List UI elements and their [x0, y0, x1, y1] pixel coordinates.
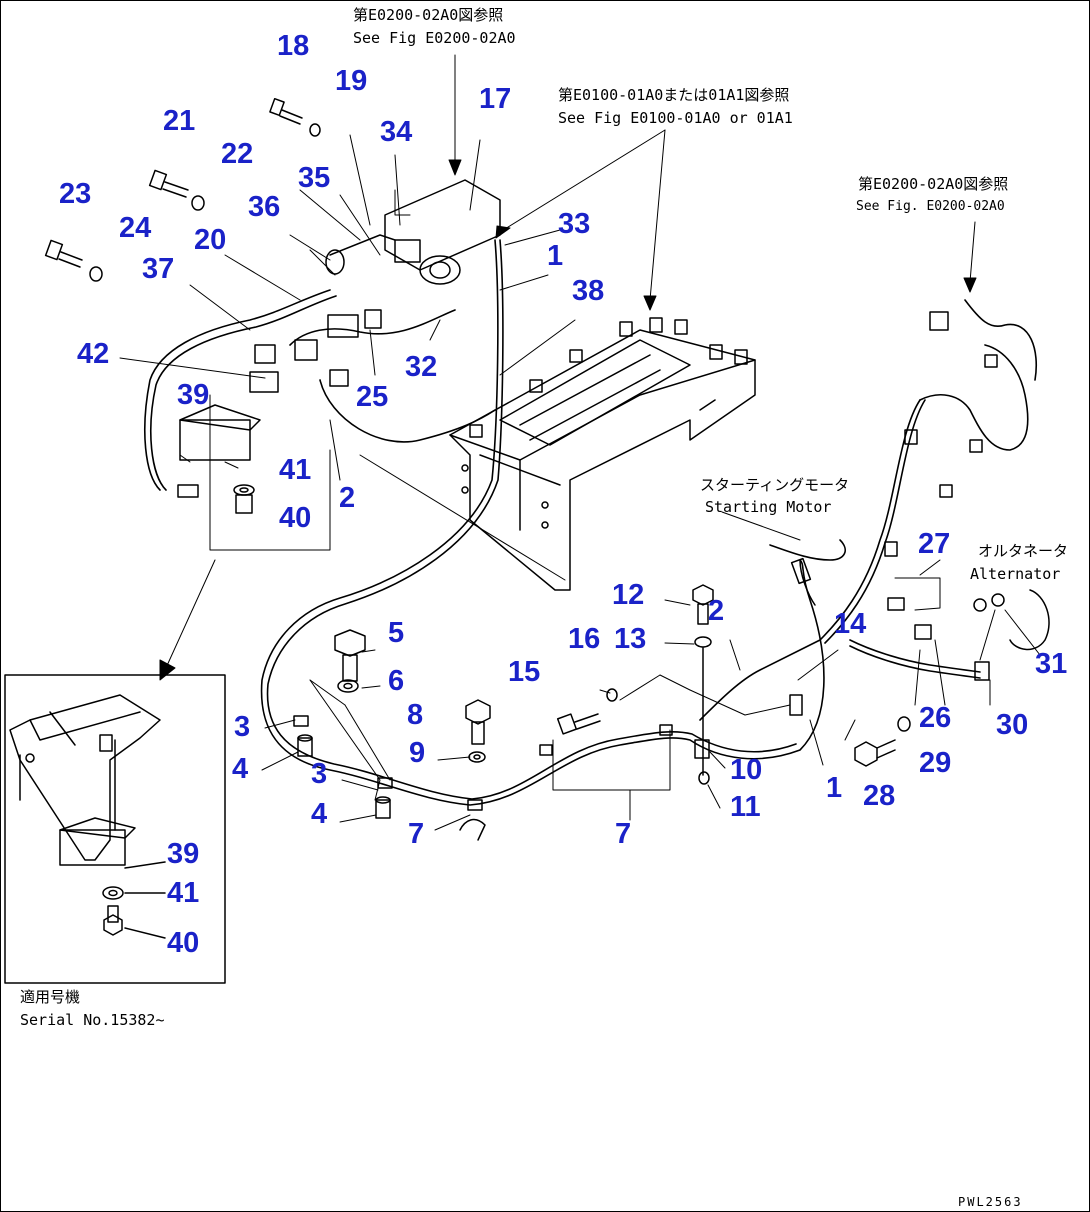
part-number-41-main: 41	[279, 454, 312, 486]
part-number-11: 11	[730, 791, 761, 823]
part-number-3-lower: 3	[311, 758, 328, 790]
part-number-2-right: 2	[708, 595, 725, 627]
part-number-8: 8	[407, 699, 424, 731]
starting-motor-label-jp: スターティングモータ	[700, 476, 850, 494]
part-number-18: 18	[277, 30, 310, 62]
part-number-22: 22	[221, 138, 254, 170]
part-number-20: 20	[194, 224, 227, 256]
part-number-13: 13	[614, 623, 647, 655]
part-number-10: 10	[730, 754, 763, 786]
part-number-25: 25	[356, 381, 389, 413]
starting-motor-label-en: Starting Motor	[705, 498, 832, 516]
ref-note-mid-jp: 第E0100-01A0または01A1図参照	[558, 86, 790, 104]
part-number-16: 16	[568, 623, 601, 655]
part-number-27: 27	[918, 528, 951, 560]
part-number-34: 34	[380, 116, 413, 148]
part-number-14: 14	[834, 608, 867, 640]
ref-note-top-en: See Fig E0200-02A0	[353, 29, 516, 47]
part-number-1-lower: 1	[826, 772, 843, 804]
hardware	[44, 97, 911, 841]
part-number-17: 17	[479, 83, 512, 115]
part-number-3-upper: 3	[234, 711, 251, 743]
part-number-41-inset: 41	[167, 877, 200, 909]
battery-relay-assembly	[177, 179, 501, 498]
ref-note-right-jp: 第E0200-02A0図参照	[858, 175, 1009, 193]
part-number-4-lower: 4	[311, 798, 328, 830]
alternator-label-en: Alternator	[970, 565, 1061, 583]
part-number-5: 5	[388, 617, 405, 649]
part-number-9: 9	[409, 737, 426, 769]
part-number-30: 30	[996, 709, 1029, 741]
part-number-38: 38	[572, 275, 605, 307]
frame-bracket	[449, 317, 756, 591]
part-number-28: 28	[863, 780, 896, 812]
part-number-35: 35	[298, 162, 331, 194]
part-number-6: 6	[388, 665, 405, 697]
part-number-21: 21	[163, 105, 196, 137]
part-number-24: 24	[119, 212, 152, 244]
part-number-15: 15	[508, 656, 541, 688]
part-number-32: 32	[405, 351, 438, 383]
part-number-4-upper: 4	[232, 753, 249, 785]
part-number-31: 31	[1035, 648, 1068, 680]
component-outlines	[790, 311, 1050, 681]
part-number-40-inset: 40	[167, 927, 200, 959]
ref-note-right-en: See Fig. E0200-02A0	[856, 199, 1005, 214]
part-number-42: 42	[77, 338, 110, 370]
ref-note-mid-en: See Fig E0100-01A0 or 01A1	[558, 109, 793, 127]
drawing-code: PWL2563	[958, 1195, 1023, 1209]
part-number-7-left: 7	[408, 818, 425, 850]
serial-label-jp: 適用号機	[20, 988, 81, 1006]
part-number-39-inset: 39	[167, 838, 200, 870]
serial-label-en: Serial No.15382~	[20, 1011, 165, 1029]
part-number-29: 29	[919, 747, 952, 779]
inset-detail	[4, 674, 226, 984]
ref-note-top-jp: 第E0200-02A0図参照	[353, 6, 504, 24]
part-number-23: 23	[59, 178, 92, 210]
alternator-label-jp: オルタネータ	[978, 542, 1069, 560]
part-number-7-right: 7	[615, 818, 632, 850]
part-number-37: 37	[142, 253, 175, 285]
part-number-19: 19	[335, 65, 368, 97]
part-number-36: 36	[248, 191, 281, 223]
part-number-12: 12	[612, 579, 645, 611]
part-number-33: 33	[558, 208, 591, 240]
part-number-26: 26	[919, 702, 952, 734]
part-number-2-left: 2	[339, 482, 356, 514]
part-number-40-main: 40	[279, 502, 312, 534]
leader-lines	[119, 54, 1041, 831]
part-number-39-main: 39	[177, 379, 210, 411]
part-number-1-top: 1	[547, 240, 564, 272]
